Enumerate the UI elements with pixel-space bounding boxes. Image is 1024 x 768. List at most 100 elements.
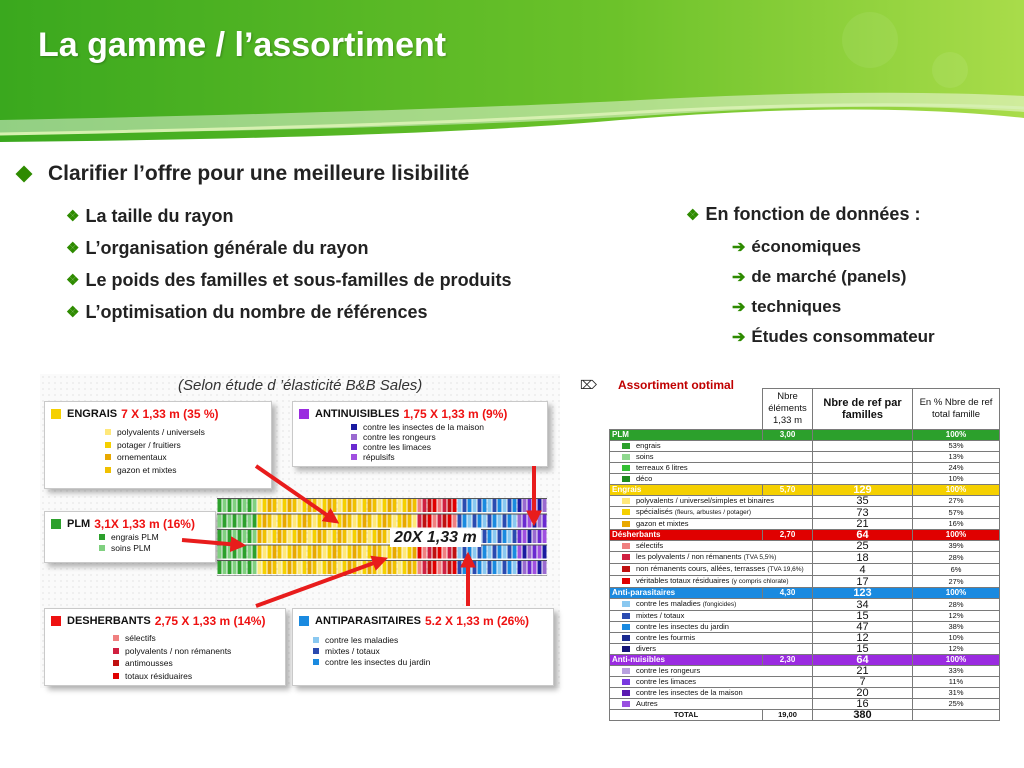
shelf-product: [382, 514, 387, 528]
family-elements: 4,30: [762, 587, 813, 599]
shelf-product: [487, 545, 492, 559]
shelf-product: [502, 499, 507, 512]
shelf-product: [462, 499, 467, 512]
list-item: polyvalents / universels: [105, 426, 205, 439]
shelf-product: [387, 530, 392, 543]
subfamily-percent: 12%: [912, 610, 1000, 622]
shelf-product: [427, 561, 432, 574]
data-source-item: ➔de marché (panels): [732, 262, 935, 292]
shelf-product: [362, 561, 367, 574]
shelf-product: [282, 514, 287, 528]
shelf-product: [407, 514, 412, 528]
shelf-product: [347, 499, 352, 512]
shelf-product: [427, 499, 432, 512]
color-swatch: [622, 443, 630, 449]
main-bullet: Clarifier l’offre pour une meilleure lis…: [15, 162, 470, 186]
data-source-text: techniques: [751, 297, 842, 316]
family-elements: 3,00: [762, 429, 813, 441]
sub-bullet: ❖ La taille du rayon: [66, 200, 512, 232]
shelf-product: [542, 530, 547, 543]
shelf-product: [222, 514, 227, 528]
subfamily-text: soins: [636, 452, 654, 462]
shelf-product: [292, 514, 297, 528]
shelf-product: [522, 545, 527, 559]
shelf-product: [377, 561, 382, 574]
subfamily-percent: 38%: [912, 621, 1000, 633]
shelf-product: [282, 530, 287, 543]
shelf-product: [412, 499, 417, 512]
shelf-product: [352, 561, 357, 574]
shelf-product: [322, 530, 327, 543]
shelf-product: [262, 530, 267, 543]
shelf-product: [512, 561, 517, 574]
shelf-product: [312, 499, 317, 512]
shelf-product: [492, 530, 497, 543]
shelf-product: [387, 561, 392, 574]
shelf-product: [287, 514, 292, 528]
shelf-product: [392, 514, 397, 528]
shelf-product: [337, 545, 342, 559]
shelf-product: [237, 499, 242, 512]
shelf-product: [217, 499, 222, 512]
shelf-product: [367, 514, 372, 528]
shelf-illustration: [217, 498, 547, 576]
color-swatch: [622, 554, 630, 560]
shelf-product: [332, 514, 337, 528]
subfamily-percent: 25%: [912, 698, 1000, 710]
sub-bullet: ❖L’organisation générale du rayon: [66, 232, 512, 264]
shelf-product: [257, 530, 262, 543]
list-item-text: ornementaux: [117, 452, 167, 463]
shelf-product: [452, 545, 457, 559]
shelf-product: [217, 545, 222, 559]
slide-title: La gamme / l’assortiment: [38, 26, 447, 64]
shelf-product: [272, 545, 277, 559]
shelf-product: [417, 499, 422, 512]
list-item: contre les limaces: [351, 442, 484, 452]
shelf-product: [397, 545, 402, 559]
subfamily-label: les polyvalents / non rémanents (TVA 5,5…: [609, 551, 813, 564]
shelf-product: [492, 514, 497, 528]
shelf-product: [267, 545, 272, 559]
antinuisibles-name: ANTINUISIBLES: [315, 408, 400, 420]
shelf-product: [382, 545, 387, 559]
subfamily-label: soins: [609, 451, 813, 463]
shelf-product: [267, 514, 272, 528]
shelf-product: [407, 561, 412, 574]
data-source-text: de marché (panels): [751, 267, 907, 286]
list-item: contre les maladies: [313, 634, 430, 645]
list-item: contre les rongeurs: [351, 432, 484, 442]
shelf-product: [247, 561, 252, 574]
subfamily-note: (fleurs, arbustes / potager): [674, 509, 752, 516]
engrais-items: polyvalents / universels potager / fruit…: [105, 426, 205, 476]
shelf-product: [457, 499, 462, 512]
subfamily-text: engrais: [636, 441, 661, 451]
shelf-product: [442, 499, 447, 512]
shelf-product: [537, 514, 542, 528]
subfamily-percent: 13%: [912, 451, 1000, 463]
color-marker: [351, 424, 357, 430]
shelf-product: [327, 499, 332, 512]
color-marker: [105, 466, 111, 473]
shelf-product: [337, 499, 342, 512]
clover-bullet-icon: ❖: [66, 208, 80, 225]
subfamily-refs: 21: [812, 665, 913, 677]
shelf-product: [497, 545, 502, 559]
shelf-product: [252, 514, 257, 528]
sub-bullet-text: La taille du rayon: [85, 205, 234, 226]
sub-bullet-list: ❖ La taille du rayon ❖L’organisation géné…: [66, 200, 512, 328]
shelf-product: [522, 561, 527, 574]
subfamily-row: non rémanents cours, allées, terrasses (…: [609, 563, 1000, 576]
shelf-product: [292, 530, 297, 543]
subfamily-refs: 18: [812, 551, 913, 564]
desherbants-items: sélectifs polyvalents / non rémanents an…: [113, 632, 231, 682]
shelf-product: [377, 530, 382, 543]
main-bullet-text: Clarifier l’offre pour une meilleure lis…: [48, 162, 470, 185]
total-refs: 380: [812, 709, 913, 721]
